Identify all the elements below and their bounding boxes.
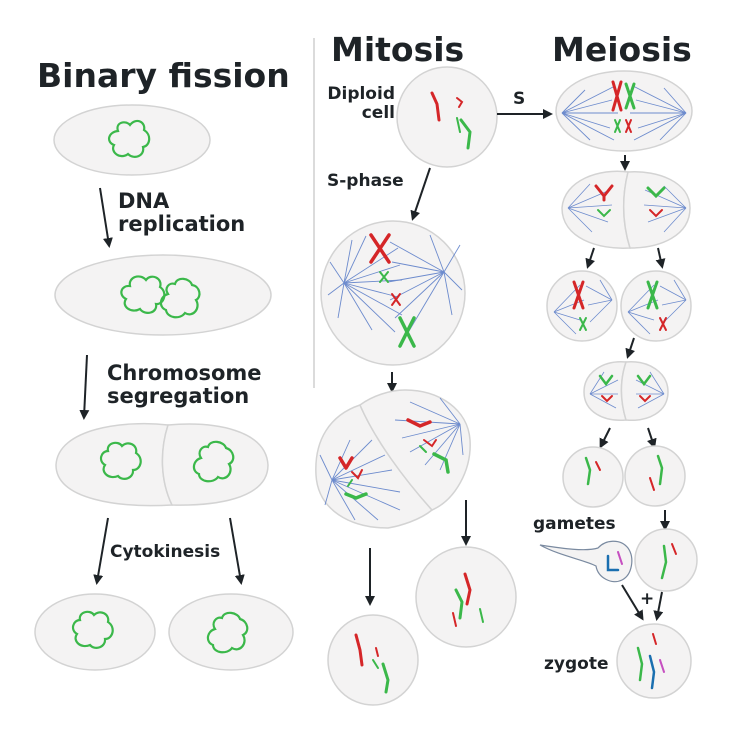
arrow-meiosis-4a: [599, 427, 611, 449]
label-plus: +: [640, 589, 655, 609]
mitosis-metaphase-cell: [320, 220, 466, 366]
meiosis-gamete-cell-left: [562, 446, 624, 508]
label-chromosome-segregation: Chromosome segregation: [107, 361, 262, 409]
bf-cell-1: [53, 104, 211, 176]
meiosis-anaphase1-cell: [561, 170, 691, 249]
sperm-cell-gamete: [539, 540, 633, 583]
label-s: S: [513, 89, 526, 109]
mitosis-diploid-cell: [396, 66, 498, 168]
egg-cell-gamete: [634, 528, 698, 592]
zygote-cell: [616, 623, 692, 699]
label-segregation: segregation: [107, 384, 250, 409]
meiosis-gamete-cell-right: [624, 445, 686, 507]
label-replication: replication: [118, 212, 246, 237]
arrow-meiosis-3: [625, 337, 635, 359]
arrow-cytokinesis-right: [229, 517, 245, 585]
bf-dna-loop-a: [120, 275, 166, 314]
arrow-zygote-sperm: [621, 584, 644, 621]
bf-dna-loop-b: [159, 277, 201, 319]
mitosis-telophase-cell: [315, 389, 471, 529]
label-cytokinesis: Cytokinesis: [110, 542, 221, 562]
arrow-dna-replication: [99, 187, 113, 248]
label-diploid-cell: Diploid cell: [321, 85, 395, 122]
bf-cell-2: [54, 254, 272, 336]
title-meiosis: Meiosis: [552, 30, 692, 69]
label-cell: cell: [361, 102, 395, 123]
label-zygote: zygote: [544, 654, 609, 674]
arrow-meiosis-2b: [655, 247, 666, 269]
arrow-zygote-egg: [653, 591, 664, 621]
bf-dna-loop-left: [99, 441, 142, 480]
label-s-phase: S-phase: [327, 171, 404, 191]
label-gametes: gametes: [533, 514, 616, 534]
meiosis-metaphase2-cell-right: [620, 270, 692, 342]
meiosis-metaphase2-cell-left: [546, 270, 618, 342]
mitosis-daughter-left: [327, 614, 419, 706]
mitosis-daughter-right: [415, 546, 517, 648]
bf-dna-loop-right: [192, 440, 235, 483]
arrow-chromosome-segregation: [79, 354, 90, 420]
arrow-meiosis-2a: [585, 247, 595, 269]
bf-daughter-cell-right: [168, 593, 294, 671]
arrow-s-phase: [410, 167, 431, 221]
label-diploid: Diploid: [327, 84, 395, 104]
meiosis-anaphase2-cell: [583, 361, 669, 421]
label-dna: DNA: [118, 189, 170, 213]
title-mitosis: Mitosis: [331, 30, 465, 69]
arrow-cytokinesis-left: [93, 517, 109, 585]
label-chromosome: Chromosome: [107, 361, 262, 385]
meiosis-metaphase1-cell: [555, 70, 693, 152]
bf-dna-loop: [108, 119, 151, 158]
bf-daughter-cell-left: [34, 593, 156, 671]
title-binary-fission: Binary fission: [37, 56, 290, 95]
label-dna-replication: DNA replication: [118, 189, 246, 237]
arrow-meiosis-4b: [647, 427, 657, 449]
bf-cell-3: [55, 422, 269, 507]
